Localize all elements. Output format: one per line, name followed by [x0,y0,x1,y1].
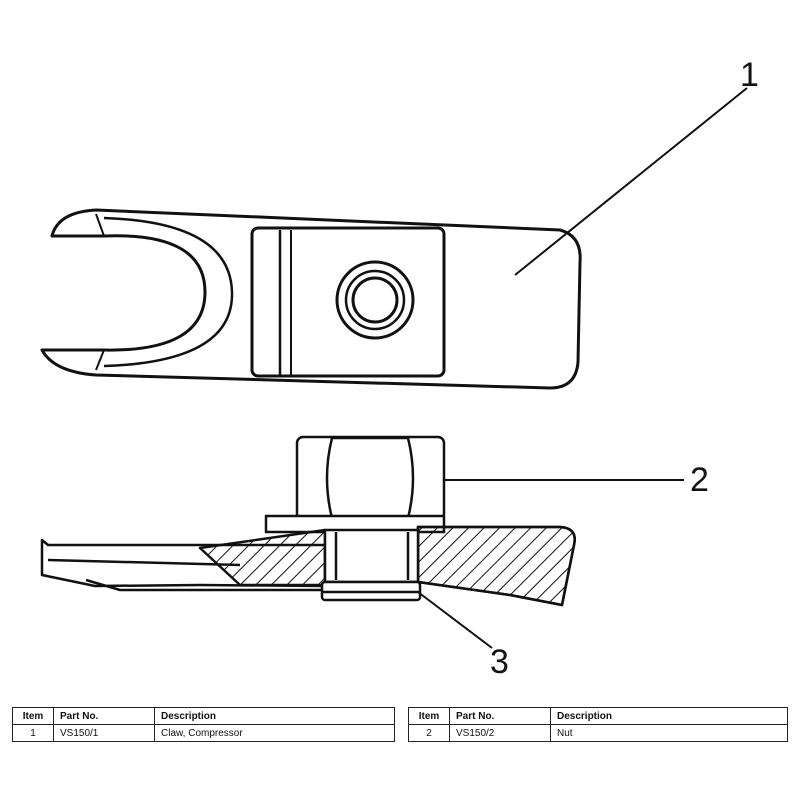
header-part-no: Part No. [449,707,551,725]
claw-top-view [40,208,582,390]
callout-2: 2 [690,461,709,499]
header-item: Item [408,707,450,725]
claw-center-hole [335,260,415,340]
claw-outline [40,208,582,390]
callout-1: 1 [740,56,759,94]
header-description: Description [154,707,395,725]
cell-item: 2 [408,724,450,742]
hex-nut [295,435,446,522]
header-part-no: Part No. [53,707,155,725]
cell-description: Nut [550,724,788,742]
spindle [320,528,422,602]
table-row: 1 VS150/1 Claw, Compressor [12,724,395,742]
callout-3: 3 [490,643,509,681]
callout-leaders [417,87,748,649]
table-header-row: Item Part No. Description [408,707,788,725]
cell-part-no: VS150/2 [449,724,551,742]
table-header-row: Item Part No. Description [12,707,395,725]
claw-pad [250,226,446,378]
parts-table-right: Item Part No. Description 2 VS150/2 Nut [408,707,788,742]
table-row: 2 VS150/2 Nut [408,724,788,742]
header-item: Item [12,707,54,725]
claw-section-view [40,435,576,607]
claw-inner-slot [103,216,234,368]
cell-part-no: VS150/1 [53,724,155,742]
cell-item: 1 [12,724,54,742]
parts-table-left: Item Part No. Description 1 VS150/1 Claw… [12,707,395,742]
cell-description: Claw, Compressor [154,724,395,742]
header-description: Description [550,707,788,725]
